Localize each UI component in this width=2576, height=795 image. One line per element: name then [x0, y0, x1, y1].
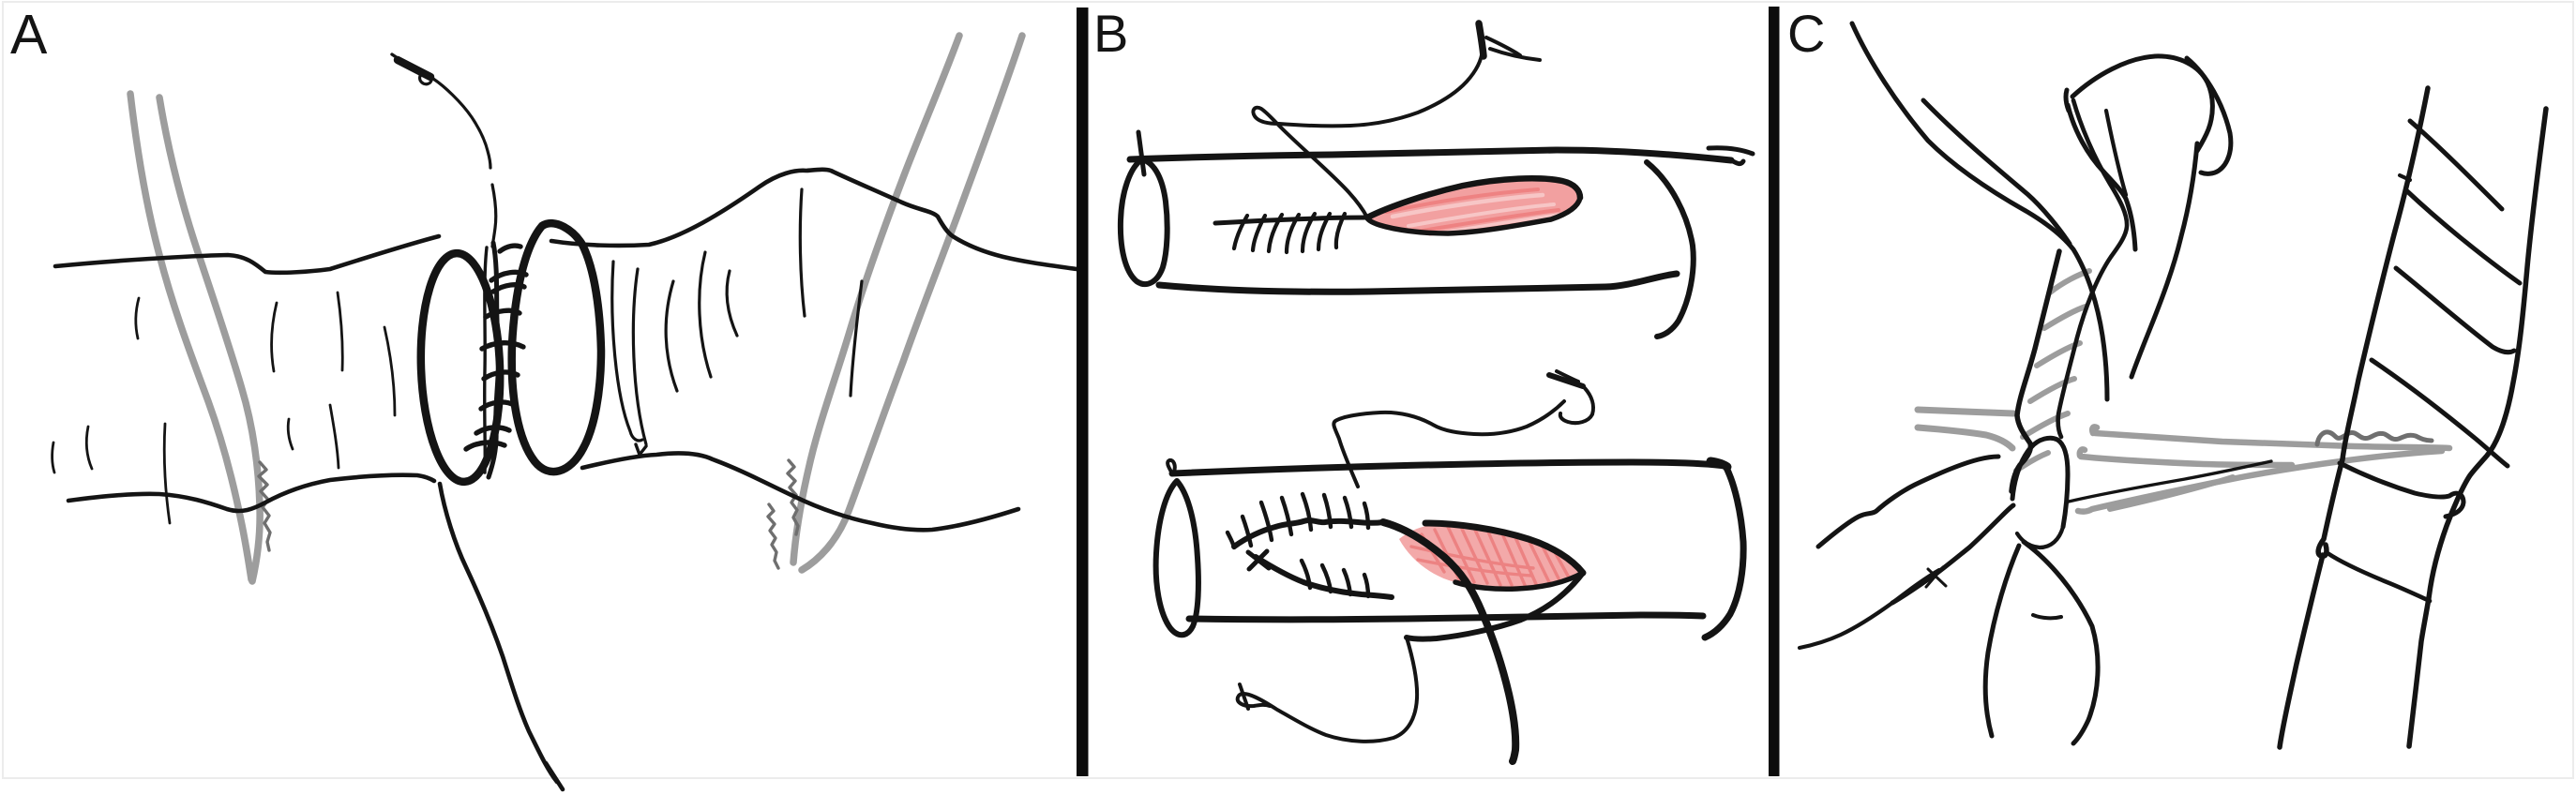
svg-text:A: A [10, 4, 48, 66]
svg-text:C: C [1787, 4, 1825, 63]
svg-text:B: B [1093, 4, 1128, 63]
